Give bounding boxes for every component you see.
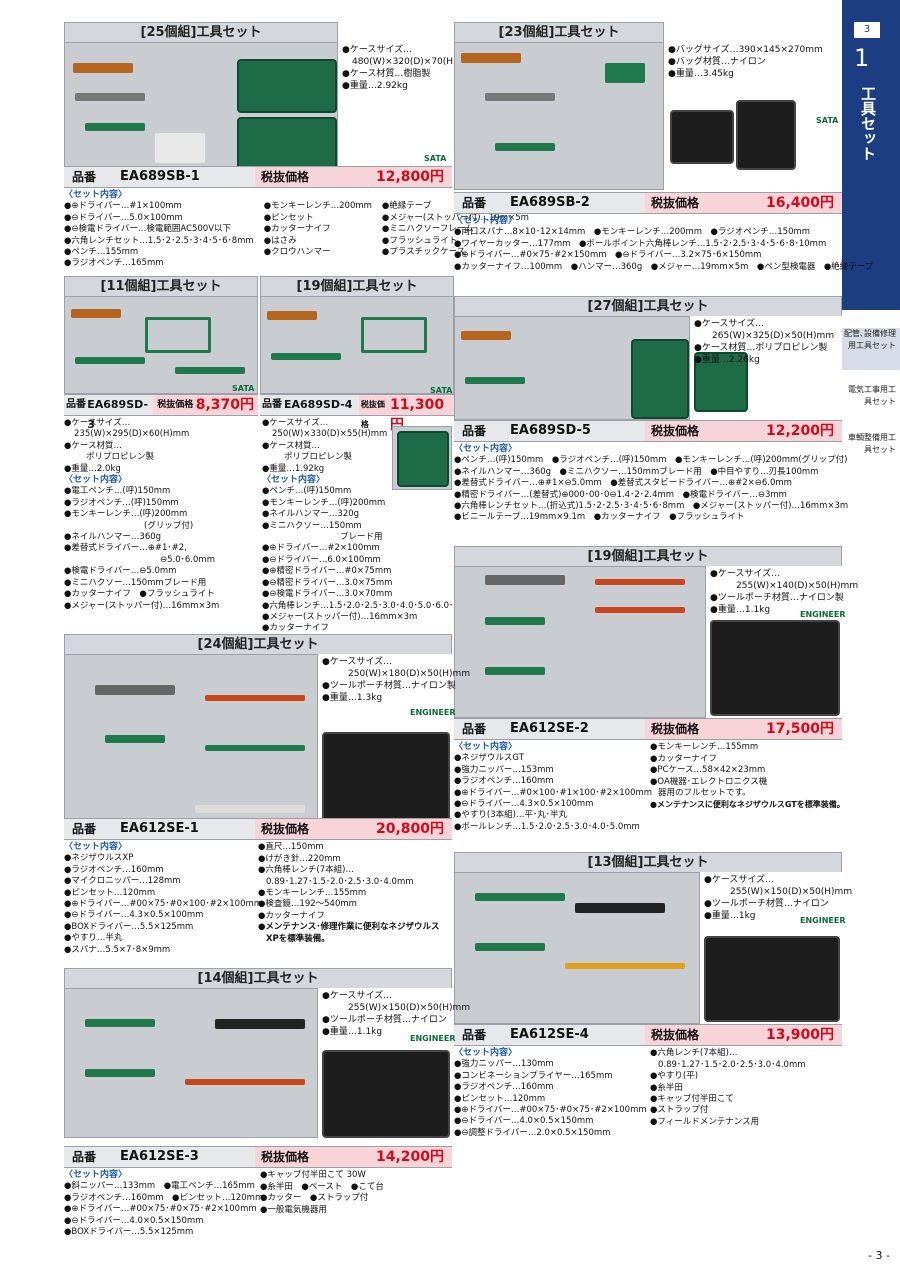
- page-number: - 3 -: [868, 1249, 890, 1262]
- subnav-electrical[interactable]: 電気工事用工具セット: [848, 385, 896, 406]
- spec-list: ●ケースサイズ…255(W)×150(D)×50(H)mm●ツールポーチ材質…ナ…: [704, 875, 853, 921]
- spec-list: ●ケースサイズ…265(W)×325(D)×50(H)mm●ケース材質…ポリプロ…: [694, 319, 835, 365]
- chapter-category: 工具セット: [859, 86, 877, 161]
- brand-logo: SATA: [232, 384, 255, 393]
- brand-logo: ENGINEER: [410, 708, 456, 717]
- product-title: [25個組]工具セット: [64, 22, 338, 42]
- set-contents: 〈セット内容〉 ●強力ニッパー…130mm●コンビネーションプライヤー…165m…: [454, 1048, 806, 1138]
- brand-logo: SATA: [424, 154, 447, 163]
- product-ea612se-3: [14個組]工具セット ENGINEER ●ケースサイズ…255(W)×150(…: [64, 968, 470, 1248]
- spec-list: ●ケースサイズ…255(W)×150(D)×50(H)mm●ツールポーチ材質…ナ…: [322, 991, 471, 1037]
- product-ea689sd-5: [27個組]工具セット ●ケースサイズ…265(W)×325(D)×50(H)m…: [454, 296, 848, 546]
- set-contents: 〈セット内容〉 ●ネジザウルスGT●強力ニッパー…153mm●ラジオペンチ…16…: [454, 742, 845, 832]
- spec-list: ●ケースサイズ…255(W)×140(D)×50(H)mm●ツールポーチ材質…ナ…: [710, 569, 859, 615]
- product-photo: [454, 872, 700, 1024]
- product-price: 17,500円: [765, 721, 834, 737]
- product-code: EA689SB-2: [510, 195, 590, 210]
- product-ea612se-1: [24個組]工具セット ENGINEER ●ケースサイズ…250(W)×180(…: [64, 634, 470, 955]
- product-photo: [64, 654, 318, 826]
- product-photo: [454, 316, 690, 420]
- product-title: [19個組]工具セット: [454, 546, 842, 566]
- product-code: EA612SE-3: [120, 1149, 199, 1164]
- page-tab: 3: [854, 22, 880, 38]
- product-code: EA689SD-5: [510, 423, 591, 438]
- product-title: [19個組]工具セット: [260, 276, 454, 296]
- product-price: 12,200円: [765, 423, 834, 439]
- product-title: [24個組]工具セット: [64, 634, 452, 654]
- chapter-sidebar: 3 1 工具セット: [842, 0, 900, 310]
- product-photo: [260, 296, 454, 394]
- set-contents: 〈セット内容〉 ●斜ニッパー…133mm ●電工ペンチ…165mm●ラジオペンチ…: [64, 1170, 384, 1238]
- product-code: EA689SD-3: [87, 398, 149, 431]
- spec-list: ●ケースサイズ…480(W)×320(D)×70(H)mm ●ケース材質…樹脂製…: [342, 45, 475, 91]
- product-price: 16,400円: [765, 195, 834, 211]
- spec-list: ●ケースサイズ…235(W)×295(D)×60(H)mm●ケース材質…ポリプロ…: [64, 418, 220, 611]
- product-price: 12,800円: [375, 169, 444, 185]
- product-photo: [454, 566, 706, 718]
- product-title: [11個組]工具セット: [64, 276, 258, 296]
- set-contents: 〈セット内容〉 ●ペンチ…(呼)150mm ●ラジオペンチ…(呼)150mm ●…: [454, 444, 849, 523]
- product-code: EA612SE-1: [120, 821, 199, 836]
- subnav-plumbing[interactable]: 配管､設備修理用工具セット: [842, 328, 900, 370]
- product-price: 8,370円: [195, 397, 254, 413]
- set-contents: 〈セット内容〉 ●ネジザウルスXP●ラジオペンチ…160mm●マイクロニッパー……: [64, 842, 440, 955]
- subnav-vehicle[interactable]: 車輌整備用工具セット: [848, 433, 896, 454]
- product-photo: [454, 42, 664, 190]
- product-ea612se-2: [19個組]工具セット ENGINEER ●ケースサイズ…255(W)×140(…: [454, 546, 858, 836]
- product-price: 13,900円: [765, 1027, 834, 1043]
- brand-logo: ENGINEER: [410, 1034, 456, 1043]
- brand-logo: ENGINEER: [800, 916, 846, 925]
- product-code: EA689SB-1: [120, 169, 200, 184]
- spec-list: ●ケースサイズ…250(W)×180(D)×50(H)mm●ツールポーチ材質…ナ…: [322, 657, 471, 703]
- product-photo: [64, 296, 258, 394]
- chapter-number: 1: [854, 44, 870, 72]
- product-title: [27個組]工具セット: [454, 296, 842, 316]
- product-title: [14個組]工具セット: [64, 968, 452, 988]
- product-code: EA612SE-4: [510, 1027, 589, 1042]
- set-contents: 〈セット内容〉 ●両口スパナ…8×10･12×14mm ●モンキーレンチ…200…: [454, 216, 874, 272]
- set-contents: 〈セット内容〉 ●⊕ドライバー…#1×100mm●⊖ドライバー…5.0×100m…: [64, 190, 529, 269]
- spec-list: ●バッグサイズ…390×145×270mm●バッグ材質…ナイロン●重量…3.45…: [668, 45, 823, 79]
- product-code: EA689SD-4: [284, 398, 353, 411]
- product-photo: [64, 42, 338, 186]
- product-photo: [64, 988, 318, 1138]
- product-price: 14,200円: [375, 1149, 444, 1165]
- brand-logo: ENGINEER: [800, 610, 846, 619]
- product-ea612se-4: [13個組]工具セット ENGINEER ●ケースサイズ…255(W)×150(…: [454, 852, 852, 1142]
- brand-logo: SATA: [816, 116, 839, 125]
- product-title: [23個組]工具セット: [454, 22, 664, 42]
- product-title: [13個組]工具セット: [454, 852, 842, 872]
- brand-logo: SATA: [430, 386, 453, 395]
- product-code: EA612SE-2: [510, 721, 589, 736]
- product-price: 11,300円: [390, 397, 445, 433]
- product-price: 20,800円: [375, 821, 444, 837]
- product-ea689sb-1: [25個組]工具セット SATA ●ケースサイズ…480(W)×320(D)×7…: [64, 22, 529, 274]
- product-ea689sb-2: [23個組]工具セット SATA ●バッグサイズ…390×145×270mm●バ…: [454, 22, 873, 292]
- spec-list: ●ケースサイズ…250(W)×330(D)×55(H)mm●ケース材質…ポリプロ…: [262, 418, 484, 634]
